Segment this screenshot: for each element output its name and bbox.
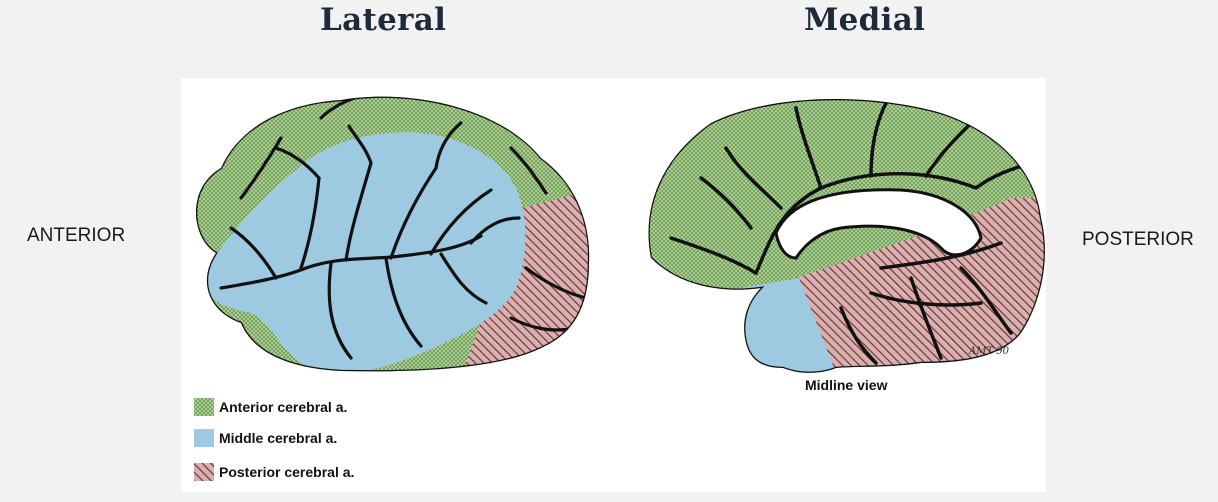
legend-label-middle: Middle cerebral a. bbox=[219, 430, 338, 446]
corpus-callosum bbox=[774, 188, 983, 260]
legend-swatch-middle bbox=[194, 429, 214, 447]
heading-medial: Medial bbox=[804, 2, 926, 38]
lateral-brain bbox=[196, 96, 590, 372]
medial-brain bbox=[648, 99, 1045, 373]
legend-item-posterior: Posterior cerebral a. bbox=[219, 462, 354, 482]
legend-label-posterior: Posterior cerebral a. bbox=[219, 464, 355, 480]
legend-label-anterior: Anterior cerebral a. bbox=[219, 399, 348, 415]
legend-item-anterior: Anterior cerebral a. bbox=[219, 397, 347, 417]
brain-diagram bbox=[194, 96, 1045, 481]
heading-lateral: Lateral bbox=[320, 2, 447, 38]
label-anterior: ANTERIOR bbox=[27, 225, 126, 246]
medial-posterior-territory bbox=[796, 198, 1045, 373]
figure-caption: Midline view bbox=[805, 377, 888, 393]
legend-swatch-posterior bbox=[194, 463, 214, 481]
label-posterior: POSTERIOR bbox=[1082, 229, 1194, 250]
lateral-vessels bbox=[219, 96, 588, 360]
lateral-middle-territory bbox=[201, 132, 526, 372]
figure-panel: Anterior cerebral a. Middle cerebral a. … bbox=[181, 78, 1046, 492]
legend-item-middle: Middle cerebral a. bbox=[219, 428, 337, 448]
artist-signature: AMT 90 bbox=[969, 346, 1010, 357]
medial-middle-territory bbox=[741, 278, 836, 373]
medial-vessels bbox=[669, 101, 1033, 365]
legend-swatch-anterior bbox=[194, 398, 214, 416]
